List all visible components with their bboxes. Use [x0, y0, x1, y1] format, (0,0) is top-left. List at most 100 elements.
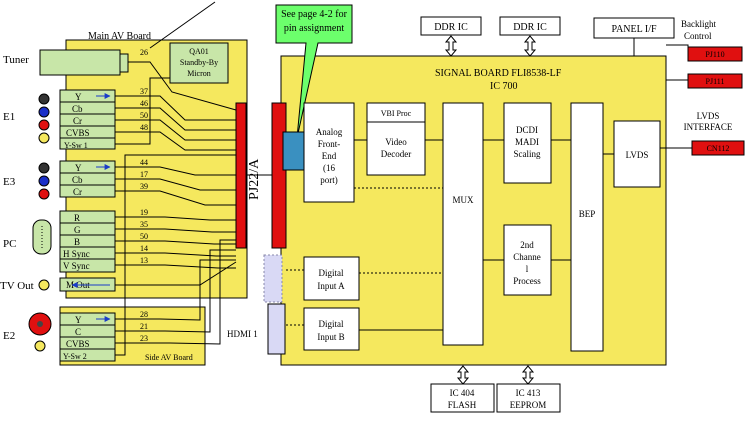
- pj111-connector: [687, 73, 743, 89]
- pc-signals: [59, 210, 116, 273]
- internal-dashed-wiring: [286, 187, 443, 326]
- tv-out-label: TV Out: [0, 280, 34, 292]
- qa01-label: Standby-By: [180, 58, 218, 67]
- ddr-2-bus-icon: [523, 35, 537, 57]
- bep-label: BEP: [579, 209, 596, 219]
- pj22a-label: PJ22/A: [247, 158, 262, 200]
- tuner-pin: 26: [140, 48, 148, 57]
- e3-signal: Y: [75, 163, 82, 173]
- dcdi-block: [503, 102, 552, 184]
- hdmi-a-connector: [263, 254, 283, 303]
- video-decoder-text: Video: [385, 137, 407, 147]
- analog-front-end-text: port): [320, 175, 338, 185]
- pc-pin: 19: [140, 208, 148, 217]
- callout-leader: [149, 1, 216, 49]
- e1-signal: Cb: [72, 104, 83, 114]
- side-av-board-title: Side AV Board: [145, 353, 193, 362]
- lvds-block: [613, 120, 661, 188]
- callout-text: See page 4-2 for: [281, 9, 347, 20]
- pc-signal: G: [74, 225, 81, 235]
- ddr-ic-2-label: DDR IC: [513, 22, 547, 33]
- qa01-label: Micron: [187, 69, 211, 78]
- e3-label: E3: [3, 176, 16, 188]
- pc-pin: 35: [140, 220, 148, 229]
- lvds-label: LVDS: [626, 150, 649, 160]
- lvds-interface-label: INTERFACE: [684, 122, 733, 132]
- backlight-label: Control: [684, 31, 712, 41]
- e3-cr-jack: [38, 188, 50, 200]
- e1-signal: Cr: [73, 116, 82, 126]
- e3-pin: 17: [140, 170, 148, 179]
- tv-out-jack: [38, 279, 50, 291]
- ic413-box: [496, 383, 561, 413]
- ic413-text: EEPROM: [510, 400, 547, 410]
- e3-signals: [59, 160, 116, 198]
- e1-cr-jack: [38, 119, 50, 131]
- callout-bubble: [275, 4, 353, 139]
- input-arrows: [71, 93, 111, 322]
- e1-signal: Y-Sw 1: [64, 141, 88, 150]
- tuner-wire: [128, 61, 237, 111]
- digital-input-b-text: Digital: [319, 319, 344, 329]
- second-channel-block: [503, 224, 552, 296]
- e2-signal: C: [75, 327, 81, 337]
- digital-input-a-text: Input A: [317, 281, 345, 291]
- analog-front-end-text: (16: [323, 163, 335, 173]
- dcdi-text: DCDI: [516, 125, 538, 135]
- e2-signal: Y-Sw 2: [63, 352, 87, 361]
- digital-input-b-block: [303, 307, 360, 351]
- bep-block: [570, 102, 604, 352]
- e2-pin: 28: [140, 310, 148, 319]
- analog-front-end-text: Front-: [318, 139, 341, 149]
- e2-signal: Y: [75, 315, 82, 325]
- tuner-plug: [119, 53, 129, 73]
- ic404-box: [430, 383, 495, 413]
- callout-text: pin assignment: [284, 23, 344, 34]
- e3-pin: 39: [140, 182, 148, 191]
- ic413-bus-icon: [521, 365, 535, 385]
- main-board-connector: [235, 102, 247, 249]
- dcdi-text: Scaling: [514, 149, 541, 159]
- backlight-link: [666, 44, 689, 54]
- callout-target: [282, 131, 308, 171]
- analog-front-end-text: Analog: [316, 127, 343, 137]
- dcdi-text: MADI: [515, 137, 539, 147]
- ic404-text: FLASH: [448, 400, 477, 410]
- ddr-1-bus-icon: [444, 35, 458, 57]
- video-decoder-block: [366, 121, 426, 176]
- tuner-box: [39, 49, 121, 76]
- digital-input-a-text: Digital: [319, 268, 344, 278]
- e2-signal: CVBS: [66, 339, 90, 349]
- tuner-label: Tuner: [3, 54, 29, 66]
- ddr-ic-2: [499, 16, 561, 36]
- pc-signal: R: [74, 213, 80, 223]
- pj111-label: PJ111: [706, 77, 725, 86]
- digital-input-b-text: Input B: [317, 332, 344, 342]
- hdmi-b-connector: [267, 303, 286, 355]
- cn112-label: CN112: [707, 144, 730, 153]
- e1-cvbs-jack: [38, 132, 50, 144]
- mux-label: MUX: [452, 195, 474, 205]
- e1-signal: Y: [75, 92, 82, 102]
- ic404-text: IC 404: [450, 388, 475, 398]
- video-decoder-text: Decoder: [381, 149, 411, 159]
- pc-label: PC: [3, 238, 16, 250]
- pj110-connector: [687, 46, 743, 62]
- second-channel-text: Channe: [513, 252, 541, 262]
- e3-signal: Cr: [73, 187, 82, 197]
- pc-pin: 14: [140, 244, 148, 253]
- lvds-interface-label: LVDS: [697, 111, 720, 121]
- panel-if-label: PANEL I/F: [611, 24, 657, 35]
- e3-pin: 44: [140, 158, 148, 167]
- hdmi-label: HDMI 1: [227, 329, 258, 339]
- ddr-ic-1: [420, 16, 482, 36]
- e3-cb-jack: [38, 175, 50, 187]
- e1-cb-jack: [38, 106, 50, 118]
- backlight-label: Backlight: [681, 19, 716, 29]
- e1-pin: 50: [140, 111, 148, 120]
- qa01-box: [169, 42, 229, 84]
- internal-wiring: [354, 139, 692, 331]
- ic404-bus-icon: [456, 365, 470, 385]
- pj110-label: PJ110: [705, 50, 724, 59]
- ddr-ic-1-label: DDR IC: [434, 22, 468, 33]
